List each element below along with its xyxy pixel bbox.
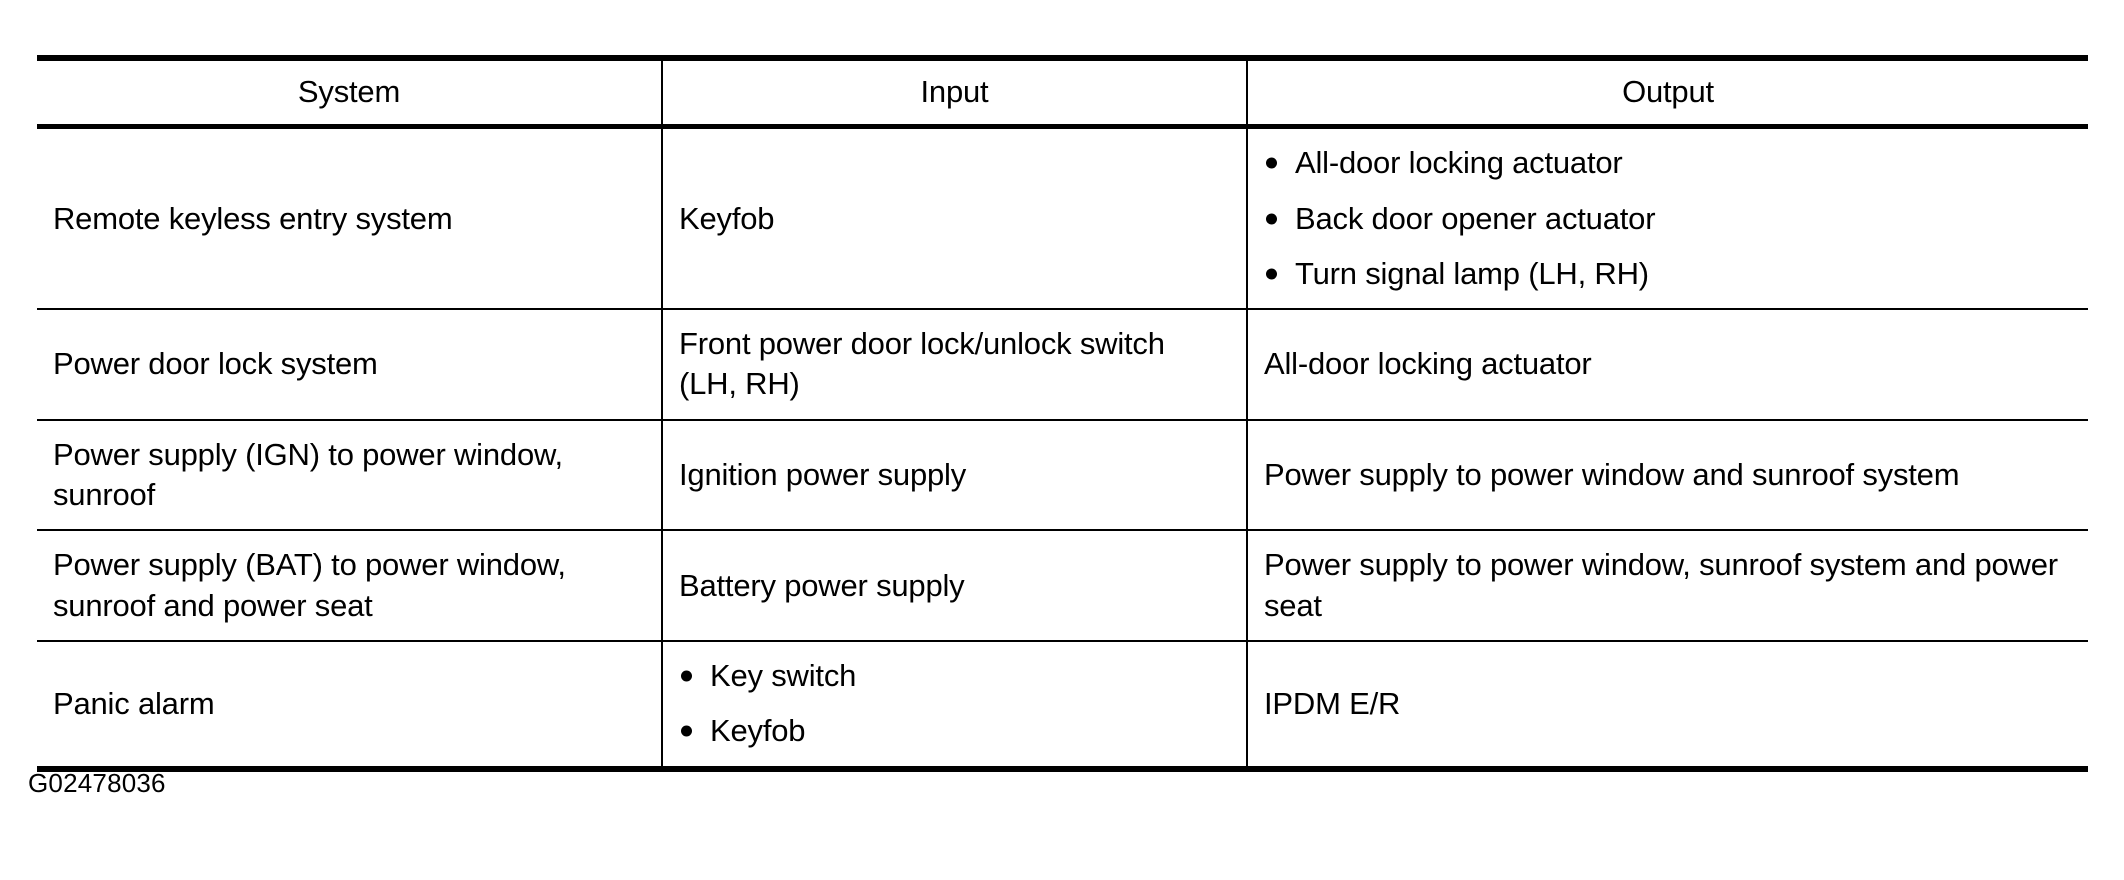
list-item-label: Turn signal lamp (LH, RH): [1295, 255, 1649, 291]
list-item: Turn signal lamp (LH, RH): [1264, 254, 2070, 294]
bullet-icon: [1266, 268, 1277, 280]
column-header-system: System: [37, 58, 662, 130]
system-label: Panic alarm: [53, 685, 215, 721]
cell-system: Panic alarm: [37, 639, 662, 769]
cell-output: Power supply to power window, sunroof sy…: [1246, 529, 2088, 641]
list-item-label: Back door opener actuator: [1295, 200, 1656, 236]
system-label: Remote keyless entry system: [53, 200, 453, 236]
system-label: Power door lock system: [53, 346, 378, 382]
column-header-input: Input: [661, 58, 1247, 130]
input-label: Front power door lock/unlock switch (LH,…: [679, 326, 1165, 402]
bullet-icon: [1266, 213, 1277, 225]
bullet-icon: [681, 670, 692, 682]
list-item-label: Key switch: [710, 657, 857, 693]
figure-id-caption: G02478036: [28, 768, 166, 798]
cell-output: Power supply to power window and sunroof…: [1246, 418, 2088, 531]
list-item-label: All-door locking actuator: [1295, 145, 1623, 181]
cell-output: All-door locking actuator: [1246, 308, 2088, 420]
column-header-output: Output: [1246, 58, 2088, 130]
cell-input: Ignition power supply: [661, 418, 1247, 531]
cell-system: Power door lock system: [37, 308, 662, 420]
bullet-icon: [1266, 157, 1277, 169]
cell-input: Battery power supply: [661, 529, 1247, 641]
bullet-icon: [681, 725, 692, 737]
system-input-output-table: System Input Output Remote keyless entry…: [37, 55, 2088, 772]
list-item-label: Keyfob: [710, 713, 806, 749]
table-row: Power supply (IGN) to power window, sunr…: [37, 418, 2088, 531]
cell-system: Power supply (IGN) to power window, sunr…: [37, 418, 662, 531]
cell-output: All-door locking actuator Back door open…: [1246, 126, 2088, 310]
output-label: IPDM E/R: [1264, 685, 1401, 721]
cell-input: Keyfob: [661, 126, 1247, 310]
list-item: Key switch: [679, 656, 1228, 696]
cell-system: Power supply (BAT) to power window, sunr…: [37, 529, 662, 641]
input-label: Battery power supply: [679, 567, 965, 603]
list-item: All-door locking actuator: [1264, 143, 2070, 183]
input-label: Keyfob: [679, 200, 775, 236]
table-row: Power door lock system Front power door …: [37, 308, 2088, 420]
table-row: Panic alarm Key switch Keyfob: [37, 639, 2088, 769]
output-label: Power supply to power window, sunroof sy…: [1264, 547, 2058, 623]
list-item: Back door opener actuator: [1264, 199, 2070, 239]
output-label: All-door locking actuator: [1264, 346, 1592, 382]
input-label: Ignition power supply: [679, 456, 967, 492]
system-label: Power supply (IGN) to power window, sunr…: [53, 436, 563, 513]
input-bullet-list: Key switch Keyfob: [679, 656, 1228, 752]
table-body: Remote keyless entry system Keyfob All-d…: [37, 126, 2088, 769]
system-label: Power supply (BAT) to power window, sunr…: [53, 547, 566, 623]
table-row: Power supply (BAT) to power window, sunr…: [37, 529, 2088, 641]
output-label: Power supply to power window and sunroof…: [1264, 456, 1960, 492]
list-item: Keyfob: [679, 711, 1228, 751]
cell-input: Key switch Keyfob: [661, 639, 1247, 769]
table-header-row: System Input Output: [37, 58, 2088, 130]
table-header: System Input Output: [37, 58, 2088, 130]
cell-system: Remote keyless entry system: [37, 127, 662, 309]
table-row: Remote keyless entry system Keyfob All-d…: [37, 126, 2088, 310]
cell-input: Front power door lock/unlock switch (LH,…: [661, 308, 1247, 420]
output-bullet-list: All-door locking actuator Back door open…: [1264, 143, 2070, 294]
system-input-output-table-container: System Input Output Remote keyless entry…: [37, 55, 2088, 772]
cell-output: IPDM E/R: [1246, 639, 2088, 769]
